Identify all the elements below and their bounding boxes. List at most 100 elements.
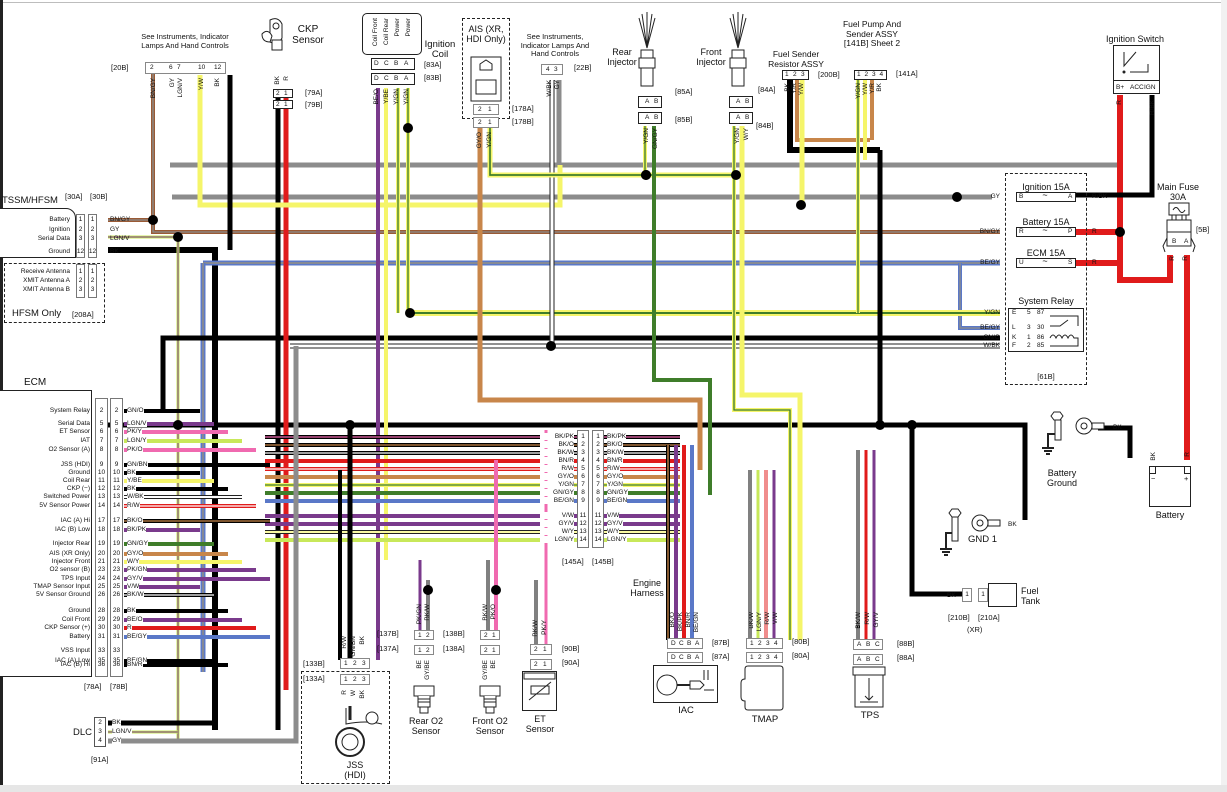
ecm-pin-b: 24 bbox=[112, 575, 121, 582]
ecm-pin-a: 36 bbox=[97, 661, 106, 668]
engine-conn-a: [145A] bbox=[562, 557, 584, 566]
ecm-wire-code: W/BK bbox=[127, 493, 144, 500]
engine-conn-pin-b: 6 bbox=[596, 473, 600, 480]
et-sensor-title: ET Sensor bbox=[525, 714, 555, 734]
fuse-in-cavity: U bbox=[1019, 259, 1024, 266]
et-plug-a bbox=[530, 659, 552, 670]
hfsm-pin-b: 1 bbox=[90, 268, 95, 275]
front-o2-plug-a bbox=[480, 645, 500, 655]
gnd1-wire: BK bbox=[1008, 521, 1017, 528]
ckp-pin-a: 1 bbox=[284, 90, 288, 97]
ignition-coil-pin-a: A bbox=[404, 60, 409, 67]
wire-stripe bbox=[959, 263, 1000, 329]
iac-motor-icon bbox=[656, 670, 714, 696]
ecm-pin-a: 6 bbox=[99, 428, 104, 435]
engine-conn-pin-a: 1 bbox=[581, 433, 585, 440]
iac-wire: BE/GN bbox=[693, 612, 700, 633]
ignition-coil-plug-b bbox=[371, 73, 415, 85]
ecm-pin-a: 23 bbox=[97, 566, 106, 573]
ecm-conn-b: [78B] bbox=[110, 682, 128, 691]
instruments-right-conn: [22B] bbox=[574, 63, 592, 72]
fuel-tank-body bbox=[988, 583, 1017, 607]
tssm-pin-a: 2 bbox=[78, 226, 83, 233]
fuse-in-cavity: R bbox=[1019, 228, 1024, 235]
battery-ground-title: Battery Ground bbox=[1046, 468, 1078, 488]
engine-conn-wire-a: GY/O bbox=[540, 473, 574, 480]
ecm-pin-b: 10 bbox=[112, 469, 121, 476]
ecm-pin-b: 12 bbox=[112, 485, 121, 492]
relay-wire: Y/GN bbox=[984, 309, 1000, 316]
front_o2-wire-top: BK/W bbox=[482, 604, 489, 621]
tssm-pin-name: Ground bbox=[48, 248, 70, 255]
ecm-pin-name: Switched Power bbox=[43, 493, 90, 500]
relay-cavity: F bbox=[1012, 342, 1016, 349]
ais-pin-b: 1 bbox=[488, 119, 492, 126]
iac-pin-a: B bbox=[687, 654, 692, 661]
ignition-coil-title: Ignition Coil bbox=[424, 39, 456, 60]
instruments-left-wire: BK bbox=[214, 78, 221, 87]
ecm-pin-a: 18 bbox=[97, 526, 106, 533]
ecm-pin-b: 6 bbox=[114, 428, 119, 435]
engine-conn-pin-b: 14 bbox=[594, 536, 602, 543]
ignition-coil-pin-a: B bbox=[394, 60, 399, 67]
ecm-pin-name: IAC (B) Low bbox=[54, 526, 90, 533]
splice-junction bbox=[403, 123, 413, 133]
fuse-symbol-icon: ~ bbox=[1042, 256, 1048, 266]
engine-conn-pin-a: 3 bbox=[581, 449, 585, 456]
bottom-border bbox=[0, 785, 1227, 792]
ecm-pin-name: Coil Rear bbox=[62, 477, 90, 484]
ckp-sensor-title: CKP Sensor bbox=[292, 24, 324, 46]
dlc-plug bbox=[94, 717, 106, 747]
fuse-wire-in: GY bbox=[990, 193, 1000, 200]
ignition-coil-plug-a bbox=[371, 58, 415, 70]
wire-fsend-yr bbox=[795, 80, 870, 142]
ecm-pin-name: Ground bbox=[68, 469, 90, 476]
ecm-pin-name: Injector Front bbox=[51, 558, 90, 565]
tssm-pin-b: 3 bbox=[90, 235, 95, 242]
fuel-tank-note: (XR) bbox=[967, 625, 983, 634]
ecm-pin-name: CKP Sensor (+) bbox=[44, 624, 90, 631]
ignition-coil-pin-a: C bbox=[384, 60, 389, 67]
engine-conn-wire-b: Y/GN bbox=[607, 481, 623, 488]
rear-o2-conn-a: [137A] bbox=[377, 644, 399, 653]
instruments-right-note: See Instruments, Indicator Lamps And Han… bbox=[520, 32, 590, 58]
tps-pin-b: C bbox=[875, 641, 880, 648]
ignition-coil-wire: BE/O bbox=[373, 89, 380, 105]
fuel-tank-conn-b: [210B] bbox=[948, 613, 970, 622]
dlc-conn: [91A] bbox=[91, 755, 109, 764]
front-o2-conn-a: [138A] bbox=[443, 644, 465, 653]
ignition-switch-body bbox=[1113, 45, 1160, 94]
ignition-coil-pin-label: Coil Front bbox=[372, 18, 379, 47]
instruments-left-pin: 12 bbox=[214, 64, 222, 71]
hfsm-only-label: HFSM Only bbox=[12, 308, 62, 319]
ignition-switch-contacts-icon bbox=[1122, 51, 1149, 74]
ecm-pin-name: O2 Sensor (A) bbox=[48, 446, 90, 453]
tssm-pin-b: 1 bbox=[90, 216, 95, 223]
ecm-wire-code: V/W bbox=[127, 583, 140, 590]
iac-pin-b: C bbox=[679, 640, 684, 647]
ecm-pin-a: 29 bbox=[97, 616, 106, 623]
jss-pin-a: 3 bbox=[362, 676, 366, 683]
fuel-pump-wire: BK bbox=[876, 83, 883, 92]
engine-conn-wire-a: Y/GN bbox=[540, 481, 574, 488]
front_o2-wire-bottom: BE bbox=[490, 660, 497, 669]
ecm-pin-a: 33 bbox=[97, 647, 106, 654]
tmap-plug-b bbox=[746, 638, 783, 649]
iac-wire: BK/O bbox=[669, 612, 676, 628]
front-injector-plug-b bbox=[729, 112, 753, 124]
splice-junction bbox=[546, 341, 556, 351]
et-pin-a: 2 bbox=[534, 661, 538, 668]
jss-wire-top: R/W bbox=[341, 636, 348, 649]
gnd1-title: GND 1 bbox=[968, 534, 998, 545]
fuse-out-cavity: P bbox=[1068, 228, 1073, 235]
instruments-right-wire: W/BK bbox=[546, 80, 553, 97]
ignition-coil-wire: Y/GN bbox=[393, 89, 400, 105]
ecm-wire-code: PK/Y bbox=[127, 428, 142, 435]
dlc-wire-code: LGN/V bbox=[112, 728, 132, 735]
tssm-pin-b: 12 bbox=[88, 248, 97, 255]
ais-plug-a bbox=[473, 104, 499, 115]
front_injector-wire: W/Y bbox=[743, 128, 750, 141]
rear-o2-plug-b bbox=[414, 630, 434, 640]
ecm-pin-b: 25 bbox=[112, 583, 121, 590]
